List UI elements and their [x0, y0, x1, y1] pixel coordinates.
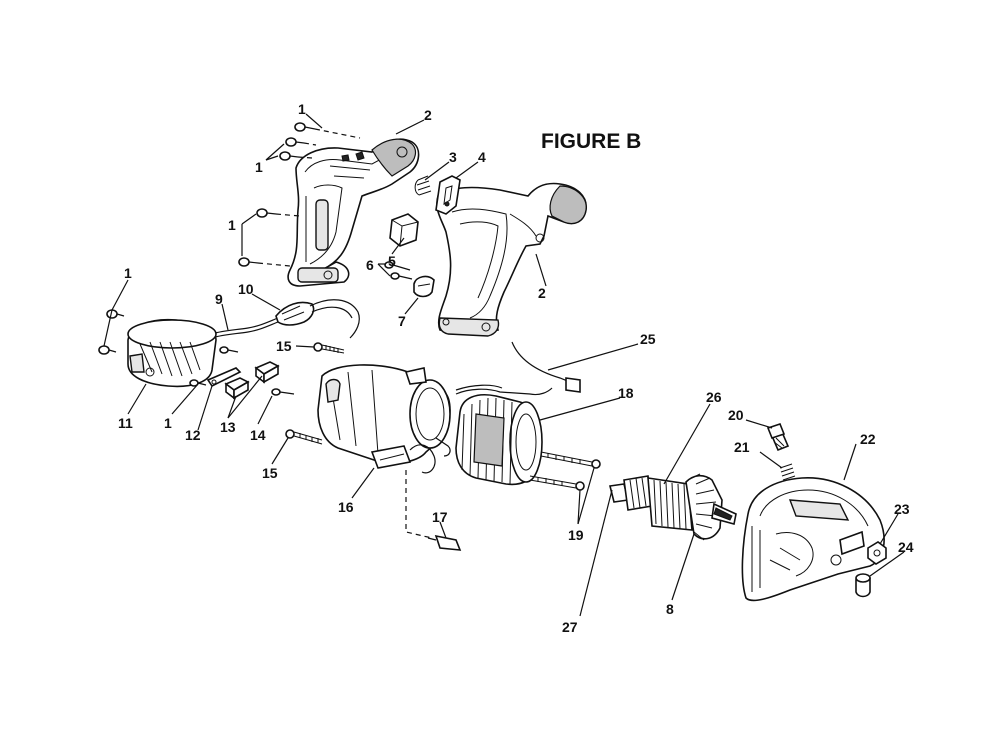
callout-21: 21: [734, 439, 750, 455]
motor-housing-16: [317, 364, 451, 474]
handle-screws: [238, 122, 361, 267]
callout-1: 1: [124, 265, 132, 281]
callout-26: 26: [706, 389, 722, 405]
callout-5: 5: [388, 253, 396, 269]
callout-27: 27: [562, 619, 578, 635]
callout-15: 15: [276, 338, 292, 354]
nut-23: [867, 541, 887, 565]
callout-1: 1: [228, 217, 236, 233]
handle-right-half: [436, 182, 587, 337]
screw-3: [279, 151, 299, 161]
armature-26: [609, 473, 737, 541]
callout-1: 1: [255, 159, 263, 175]
end-cap-11: [127, 318, 217, 388]
callout-16: 16: [338, 499, 354, 515]
switch-block-5: [389, 213, 419, 247]
screw-near-12: [189, 346, 239, 387]
screw-5: [238, 257, 259, 267]
screw-2: [285, 137, 305, 147]
callout-22: 22: [860, 431, 876, 447]
terminal-17: [427, 534, 462, 551]
figure-title: FIGURE B: [541, 130, 641, 153]
blade-guard-22: [741, 477, 885, 602]
switch-part-4: [435, 175, 461, 215]
callout-15: 15: [262, 465, 278, 481]
callout-25: 25: [640, 331, 656, 347]
callout-18: 18: [618, 385, 634, 401]
callout-8: 8: [666, 601, 674, 617]
callout-1: 1: [164, 415, 172, 431]
brushes-13: [224, 361, 280, 400]
callout-1: 1: [298, 101, 306, 117]
long-screw-15-top: [313, 342, 345, 354]
power-cord: [211, 299, 360, 339]
callout-17: 17: [432, 509, 448, 525]
screw-4: [256, 208, 277, 218]
long-screw-15-bottom: [285, 429, 323, 445]
callout-12: 12: [185, 427, 201, 443]
callout-2: 2: [538, 285, 546, 301]
callout-20: 20: [728, 407, 744, 423]
callout-23: 23: [894, 501, 910, 517]
callout-6: 6: [366, 257, 374, 273]
screw-1: [294, 122, 316, 132]
callout-11: 11: [118, 415, 133, 431]
spring-part-3: [414, 175, 432, 196]
end-cap-screws: [98, 309, 125, 355]
long-screws-19: [529, 451, 601, 491]
wire-25: [511, 341, 581, 393]
leader-lines: [103, 113, 905, 617]
callout-19: 19: [568, 527, 584, 543]
callout-labels: 1 2 1 3 4 1 5 6 7 2 1 9 10 15 25 11 1 12…: [118, 101, 914, 635]
handle-left-half: [287, 138, 420, 287]
spring-21: [779, 463, 796, 481]
clamp-part-7: [413, 275, 435, 298]
bumper-24: [855, 573, 871, 598]
callout-3: 3: [449, 149, 457, 165]
screw-14: [271, 388, 295, 396]
callout-2: 2: [424, 107, 432, 123]
callout-9: 9: [215, 291, 223, 307]
bolt-20: [766, 423, 790, 452]
brush-holder-12: [206, 367, 242, 388]
callout-24: 24: [898, 539, 914, 555]
callout-14: 14: [250, 427, 266, 443]
callout-4: 4: [478, 149, 486, 165]
callout-7: 7: [398, 313, 406, 329]
callout-10: 10: [238, 281, 254, 297]
stator-field-18: [455, 384, 553, 486]
callout-13: 13: [220, 419, 236, 435]
screws-6: [384, 261, 413, 280]
